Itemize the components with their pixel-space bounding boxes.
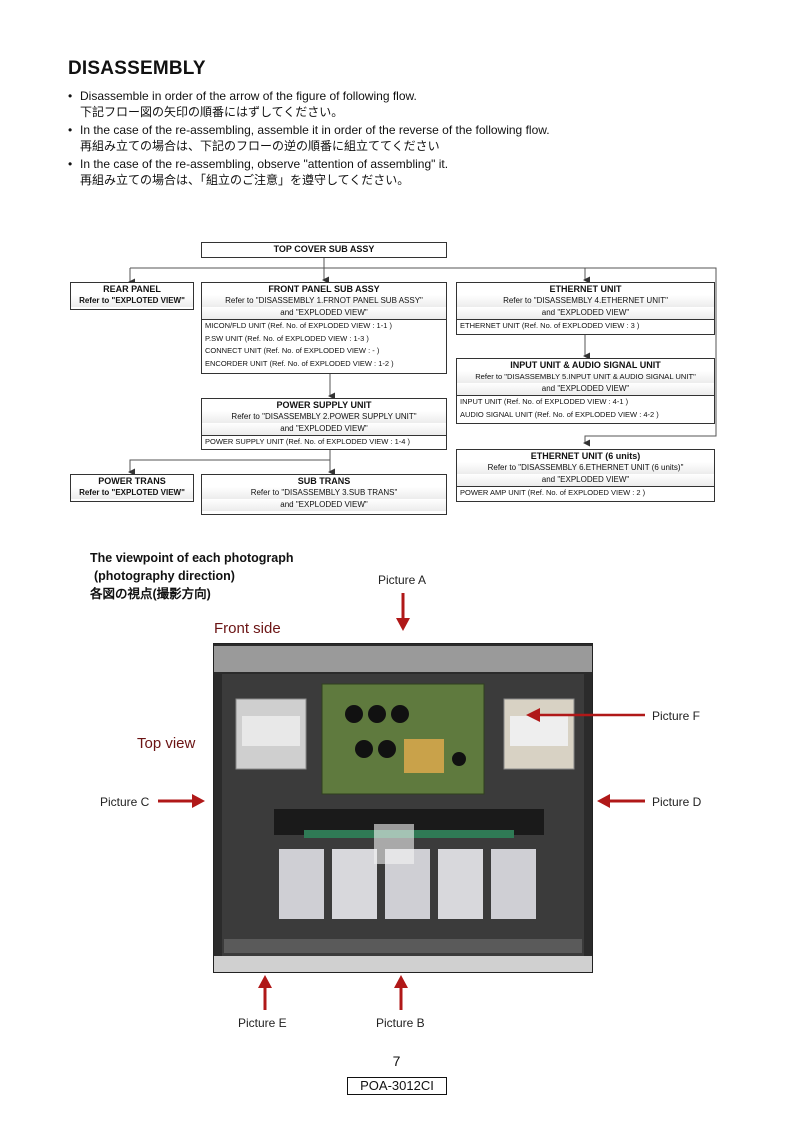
box-ref: and "EXPLODED VIEW" <box>202 307 446 319</box>
box-line: AUDIO SIGNAL UNIT (Ref. No. of EXPLODED … <box>460 409 659 419</box>
picture-f-arrow <box>526 708 645 722</box>
picture-a-label: Picture A <box>378 573 427 587</box>
picture-d-label: Picture D <box>652 795 702 809</box>
box-title: POWER SUPPLY UNIT <box>276 400 372 410</box>
box-line: INPUT UNIT (Ref. No. of EXPLODED VIEW : … <box>460 397 629 406</box>
box-line: ETHERNET UNIT (Ref. No. of EXPLODED VIEW… <box>460 321 640 330</box>
box-title: FRONT PANEL SUB ASSY <box>268 284 380 294</box>
page-number: 7 <box>392 1053 401 1069</box>
ethernet-6-units-box: ETHERNET UNIT (6 units) Refer to "DISASS… <box>456 449 715 502</box>
box-ref: Refer to "DISASSEMBLY 3.SUB TRANS" <box>202 487 446 499</box>
instruction-ja: 下記フロー図の矢印の順番にはずしてください。 <box>80 105 344 119</box>
amplifier-interior-image <box>214 644 592 972</box>
instruction-en: Disassemble in order of the arrow of the… <box>80 89 417 103</box>
box-title: SUB TRANS <box>297 476 351 486</box>
model-number: POA-3012CI <box>347 1077 447 1095</box>
instruction-en: In the case of the re-assembling, observ… <box>80 157 449 171</box>
sub-trans-box: SUB TRANS Refer to "DISASSEMBLY 3.SUB TR… <box>201 474 447 515</box>
box-ref: and "EXPLODED VIEW" <box>457 383 714 395</box>
top-cover-box: TOP COVER SUB ASSY <box>201 242 447 258</box>
box-ref: Refer to "DISASSEMBLY 5.INPUT UNIT & AUD… <box>457 371 714 383</box>
box-line: POWER SUPPLY UNIT (Ref. No. of EXPLODED … <box>205 437 411 446</box>
box-ref: and "EXPLODED VIEW" <box>457 307 714 319</box>
box-title: ETHERNET UNIT <box>549 284 622 294</box>
instruction-item: In the case of the re-assembling, assemb… <box>66 122 550 154</box>
instruction-item: Disassemble in order of the arrow of the… <box>66 88 550 120</box>
picture-b-label: Picture B <box>376 1016 425 1030</box>
picture-e-arrow <box>258 975 272 1010</box>
instruction-list: Disassemble in order of the arrow of the… <box>66 88 550 190</box>
box-ref: Refer to "EXPLOTED VIEW" <box>71 487 193 499</box>
box-title: ETHERNET UNIT (6 units) <box>530 451 641 461</box>
picture-a-arrow <box>396 593 410 631</box>
picture-e-label: Picture E <box>238 1016 287 1030</box>
box-ref: and "EXPLODED VIEW" <box>202 499 446 511</box>
front-panel-box: FRONT PANEL SUB ASSY Refer to "DISASSEMB… <box>201 282 447 374</box>
picture-c-arrow <box>158 794 205 808</box>
box-ref: Refer to "DISASSEMBLY 1.FRNOT PANEL SUB … <box>202 295 446 307</box>
viewpoint-line: 各図の視点(撮影方向) <box>90 587 211 601</box>
viewpoint-line: (photography direction) <box>94 569 235 583</box>
viewpoint-line: The viewpoint of each photograph <box>90 551 294 565</box>
instruction-en: In the case of the re-assembling, assemb… <box>80 123 550 137</box>
box-title: INPUT UNIT & AUDIO SIGNAL UNIT <box>510 360 661 370</box>
power-supply-box: POWER SUPPLY UNIT Refer to "DISASSEMBLY … <box>201 398 447 450</box>
box-ref: and "EXPLODED VIEW" <box>457 474 714 486</box>
box-ref: and "EXPLODED VIEW" <box>202 423 446 435</box>
box-title: TOP COVER SUB ASSY <box>273 244 375 254</box>
instruction-item: In the case of the re-assembling, observ… <box>66 156 550 188</box>
box-ref: Refer to "DISASSEMBLY 2.POWER SUPPLY UNI… <box>202 411 446 423</box>
picture-f-label: Picture F <box>652 709 701 723</box>
instruction-ja: 再組み立ての場合は、「組立のご注意」を遵守してください。 <box>80 173 410 187</box>
viewpoint-heading: The viewpoint of each photograph (photog… <box>90 549 293 603</box>
instruction-ja: 再組み立ての場合は、下記のフローの逆の順番に組立ててください <box>80 139 440 153</box>
power-trans-box: POWER TRANS Refer to "EXPLOTED VIEW" <box>70 474 194 502</box>
page-title: DISASSEMBLY <box>68 58 206 79</box>
front-side-label: Front side <box>214 620 281 637</box>
picture-d-arrow <box>597 794 645 808</box>
picture-c-label: Picture C <box>100 795 150 809</box>
input-unit-box: INPUT UNIT & AUDIO SIGNAL UNIT Refer to … <box>456 358 715 424</box>
box-title: REAR PANEL <box>103 284 161 294</box>
flow-connectors <box>128 257 717 476</box>
box-title: POWER TRANS <box>98 476 166 486</box>
rear-panel-box: REAR PANEL Refer to "EXPLOTED VIEW" <box>70 282 194 310</box>
box-ref: Refer to "DISASSEMBLY 4.ETHERNET UNIT" <box>457 295 714 307</box>
picture-b-arrow <box>394 975 408 1010</box>
box-line: P.SW UNIT (Ref. No. of EXPLODED VIEW : 1… <box>205 333 369 343</box>
box-ref: Refer to "DISASSEMBLY 6.ETHERNET UNIT (6… <box>457 462 714 474</box>
ethernet-unit-box: ETHERNET UNIT Refer to "DISASSEMBLY 4.ET… <box>456 282 715 335</box>
box-ref: Refer to "EXPLOTED VIEW" <box>71 295 193 307</box>
box-line: ENCORDER UNIT (Ref. No. of EXPLODED VIEW… <box>205 358 394 368</box>
box-line: CONNECT UNIT (Ref. No. of EXPLODED VIEW … <box>205 346 380 355</box>
box-line: POWER AMP UNIT (Ref. No. of EXPLODED VIE… <box>460 488 646 497</box>
top-view-label: Top view <box>137 735 196 752</box>
box-line: MICON/FLD UNIT (Ref. No. of EXPLODED VIE… <box>205 321 392 330</box>
top-view-photo <box>213 643 593 973</box>
